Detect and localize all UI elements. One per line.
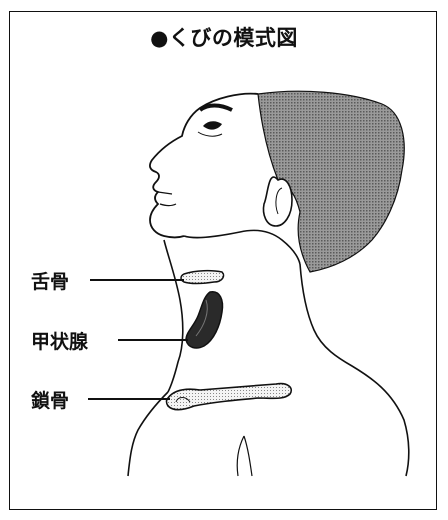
- throat-line: [164, 240, 183, 392]
- label-hyoid: 舌骨: [31, 267, 69, 294]
- eyebrow: [200, 106, 232, 111]
- sternum-line: [237, 436, 252, 476]
- clavicle-bone: [167, 384, 292, 410]
- hyoid-bone: [181, 271, 224, 284]
- label-clavicle: 鎖骨: [31, 386, 69, 413]
- chest-outline: [128, 392, 168, 476]
- eye: [203, 121, 222, 129]
- ear: [264, 177, 293, 226]
- jaw-line: [184, 230, 300, 264]
- face-outline: [150, 94, 258, 238]
- thyroid-gland: [186, 292, 223, 348]
- neck-back-line: [300, 264, 409, 476]
- label-thyroid: 甲状腺: [31, 327, 88, 354]
- mouth: [158, 192, 176, 206]
